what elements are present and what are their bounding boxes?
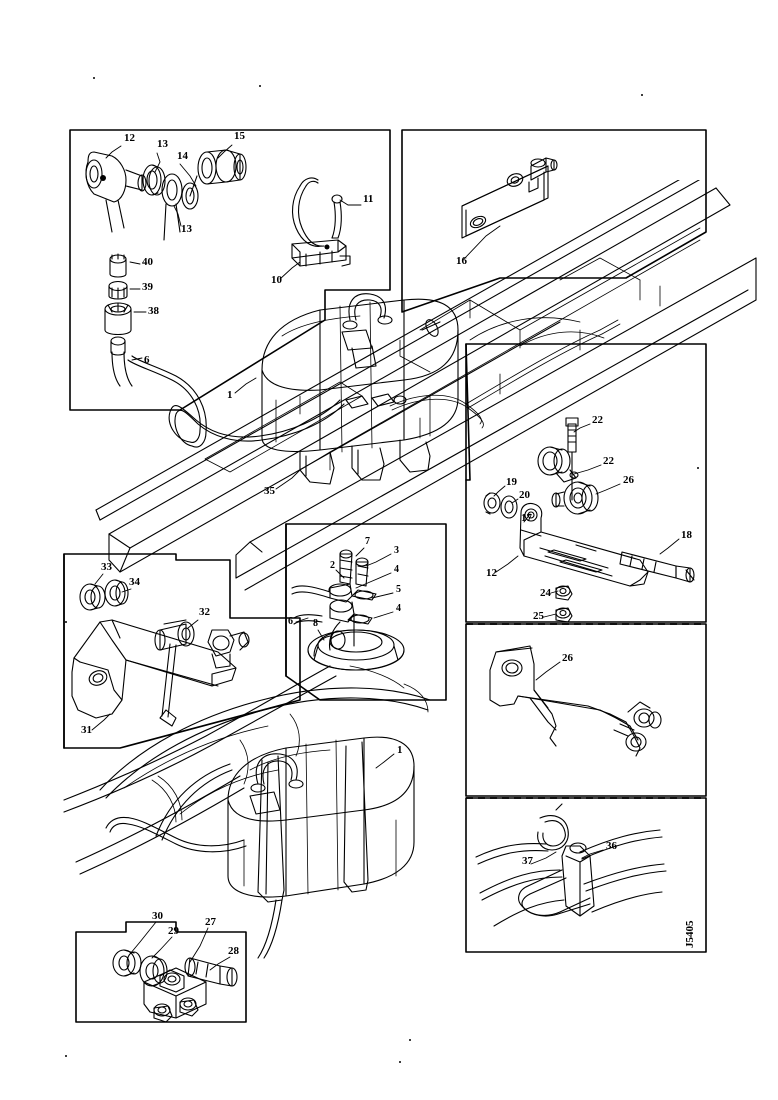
callout-36: 36 (606, 840, 617, 852)
callout-30: 30 (152, 910, 163, 922)
panel-left-strap-border (63, 553, 301, 749)
callout-18: 18 (681, 529, 692, 541)
callout-8: 8 (313, 618, 318, 629)
part-group-bracket (483, 417, 695, 623)
callout-22: 22 (592, 414, 603, 426)
callout-13a: 13 (157, 138, 168, 150)
callout-26b: 26 (562, 652, 573, 664)
callout-19: 19 (506, 476, 517, 488)
callout-34: 34 (129, 576, 140, 588)
callout-27: 27 (205, 916, 216, 928)
callout-4a: 4 (394, 564, 399, 575)
callout-5: 5 (396, 584, 401, 595)
panel-rear-mount-border (75, 921, 247, 1023)
callout-26: 26 (623, 474, 634, 486)
callout-29: 29 (168, 925, 179, 937)
callout-2: 2 (330, 560, 335, 571)
callout-32: 32 (199, 606, 210, 618)
callout-14: 14 (177, 150, 188, 162)
part-26-arm (489, 645, 662, 757)
part-group-filter (104, 253, 133, 387)
callout-13b: 13 (181, 223, 192, 235)
callout-15: 15 (234, 130, 245, 142)
panel-sender-border (285, 523, 447, 701)
callout-4b: 4 (396, 603, 401, 614)
callout-6b: 6 (288, 616, 293, 627)
callout-1b: 1 (397, 744, 403, 756)
part-group-rear-mount (112, 949, 238, 1023)
drawing-number: J5405 (684, 920, 696, 949)
callout-33: 33 (101, 561, 112, 573)
panel-top-right-border (401, 129, 707, 313)
callout-16: 16 (456, 255, 467, 267)
callout-6a: 6 (144, 354, 150, 366)
callout-20: 20 (519, 489, 530, 501)
callout-1a: 1 (227, 389, 233, 401)
part-group-filler-neck (85, 149, 247, 241)
leader-lines (91, 144, 680, 971)
callout-38: 38 (148, 305, 159, 317)
callout-25: 25 (533, 610, 544, 622)
callout-17: 17 (521, 512, 532, 524)
part-16-mounting-plate (461, 157, 558, 239)
callout-28: 28 (228, 945, 239, 957)
callout-39: 39 (142, 281, 153, 293)
callout-22b: 22 (603, 455, 614, 467)
panel-arm-border (465, 623, 707, 797)
callout-35: 35 (264, 485, 275, 497)
callout-3: 3 (394, 545, 399, 556)
callout-40: 40 (142, 256, 153, 268)
callout-31: 31 (81, 724, 92, 736)
panel-top-left-border (69, 129, 391, 411)
part-group-clip (475, 803, 667, 927)
part-group-sender (291, 549, 405, 671)
panel-clip-border (465, 797, 707, 953)
callout-37: 37 (522, 855, 533, 867)
callout-12b: 12 (486, 567, 497, 579)
callout-12a: 12 (124, 132, 135, 144)
panel-bracket-border (465, 343, 707, 623)
part-group-left-strap (71, 579, 250, 719)
callout-11: 11 (363, 193, 374, 205)
callout-24: 24 (540, 587, 551, 599)
callout-7: 7 (365, 536, 370, 547)
scan-artifact-dots (65, 77, 699, 1063)
part-group-breather (291, 177, 351, 267)
callout-10: 10 (271, 274, 282, 286)
